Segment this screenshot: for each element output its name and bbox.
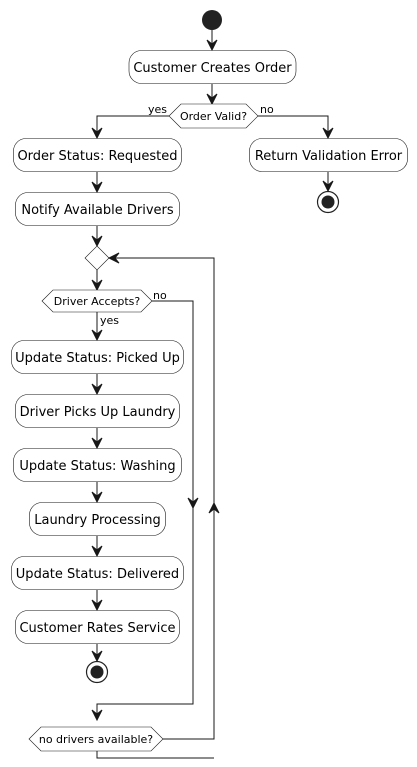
action-driver-picks-up: [15, 394, 180, 428]
arrowhead: [91, 545, 103, 558]
action-status-washing: [13, 448, 182, 482]
arrowhead: [91, 127, 103, 140]
label-order-valid-yes: yes: [148, 103, 167, 116]
action-create-order: [128, 50, 297, 84]
stop-node-main: [85, 660, 109, 684]
action-status-requested: [13, 138, 182, 172]
arrowhead: [322, 180, 334, 193]
action-status-washing-label: Update Status: Washing: [19, 459, 175, 474]
edge-accepts-no: [96, 300, 194, 720]
arrowhead: [91, 181, 103, 194]
decision-driver-accepts-label: Driver Accepts?: [54, 295, 141, 308]
arrowhead: [91, 650, 103, 663]
action-return-error-label: Return Validation Error: [255, 149, 403, 164]
action-notify-drivers: [15, 192, 180, 226]
edge-loop-back: [109, 257, 215, 740]
arrowhead: [91, 279, 103, 292]
label-driver-accepts-yes: yes: [100, 314, 119, 327]
action-customer-rates-label: Customer Rates Service: [19, 621, 175, 636]
action-status-delivered: [11, 556, 184, 590]
arrowhead: [91, 329, 103, 342]
arrowhead: [91, 383, 103, 396]
edge-valid-no: [258, 115, 329, 138]
action-laundry-processing-label: Laundry Processing: [34, 513, 161, 528]
merge-loop-start: [84, 245, 110, 271]
action-notify-drivers-label: Notify Available Drivers: [21, 203, 174, 218]
edge-no-drivers-exit: [96, 751, 214, 759]
action-status-requested-label: Order Status: Requested: [17, 149, 177, 164]
stop-node-error-inner: [321, 195, 335, 209]
edge-valid-yes: [96, 115, 169, 138]
arrowhead: [322, 127, 334, 140]
arrowhead: [91, 437, 103, 450]
arrowhead: [91, 235, 103, 248]
decision-no-drivers: [28, 726, 164, 752]
decision-no-drivers-label: no drivers available?: [39, 733, 153, 746]
stop-node-error: [316, 190, 340, 214]
action-status-picked-up-label: Update Status: Picked Up: [15, 351, 180, 366]
arrowhead: [208, 501, 220, 514]
start-node: [202, 10, 222, 30]
arrowhead: [206, 39, 218, 52]
action-customer-rates: [15, 610, 180, 644]
arrowhead: [187, 497, 199, 510]
arrowhead: [107, 252, 120, 264]
label-driver-accepts-no: no: [153, 289, 167, 302]
arrowhead: [91, 709, 103, 722]
arrowhead: [91, 491, 103, 504]
action-driver-picks-up-label: Driver Picks Up Laundry: [20, 405, 176, 420]
action-status-delivered-label: Update Status: Delivered: [16, 567, 179, 582]
arrowhead: [91, 599, 103, 612]
action-laundry-processing: [29, 502, 166, 536]
arrowhead: [206, 93, 218, 106]
action-status-picked-up: [11, 340, 184, 374]
action-create-order-label: Customer Creates Order: [133, 61, 292, 76]
decision-order-valid-label: Order Valid?: [180, 110, 247, 123]
stop-node-main-inner: [90, 665, 104, 679]
action-return-error: [249, 138, 408, 172]
label-order-valid-no: no: [260, 103, 274, 116]
